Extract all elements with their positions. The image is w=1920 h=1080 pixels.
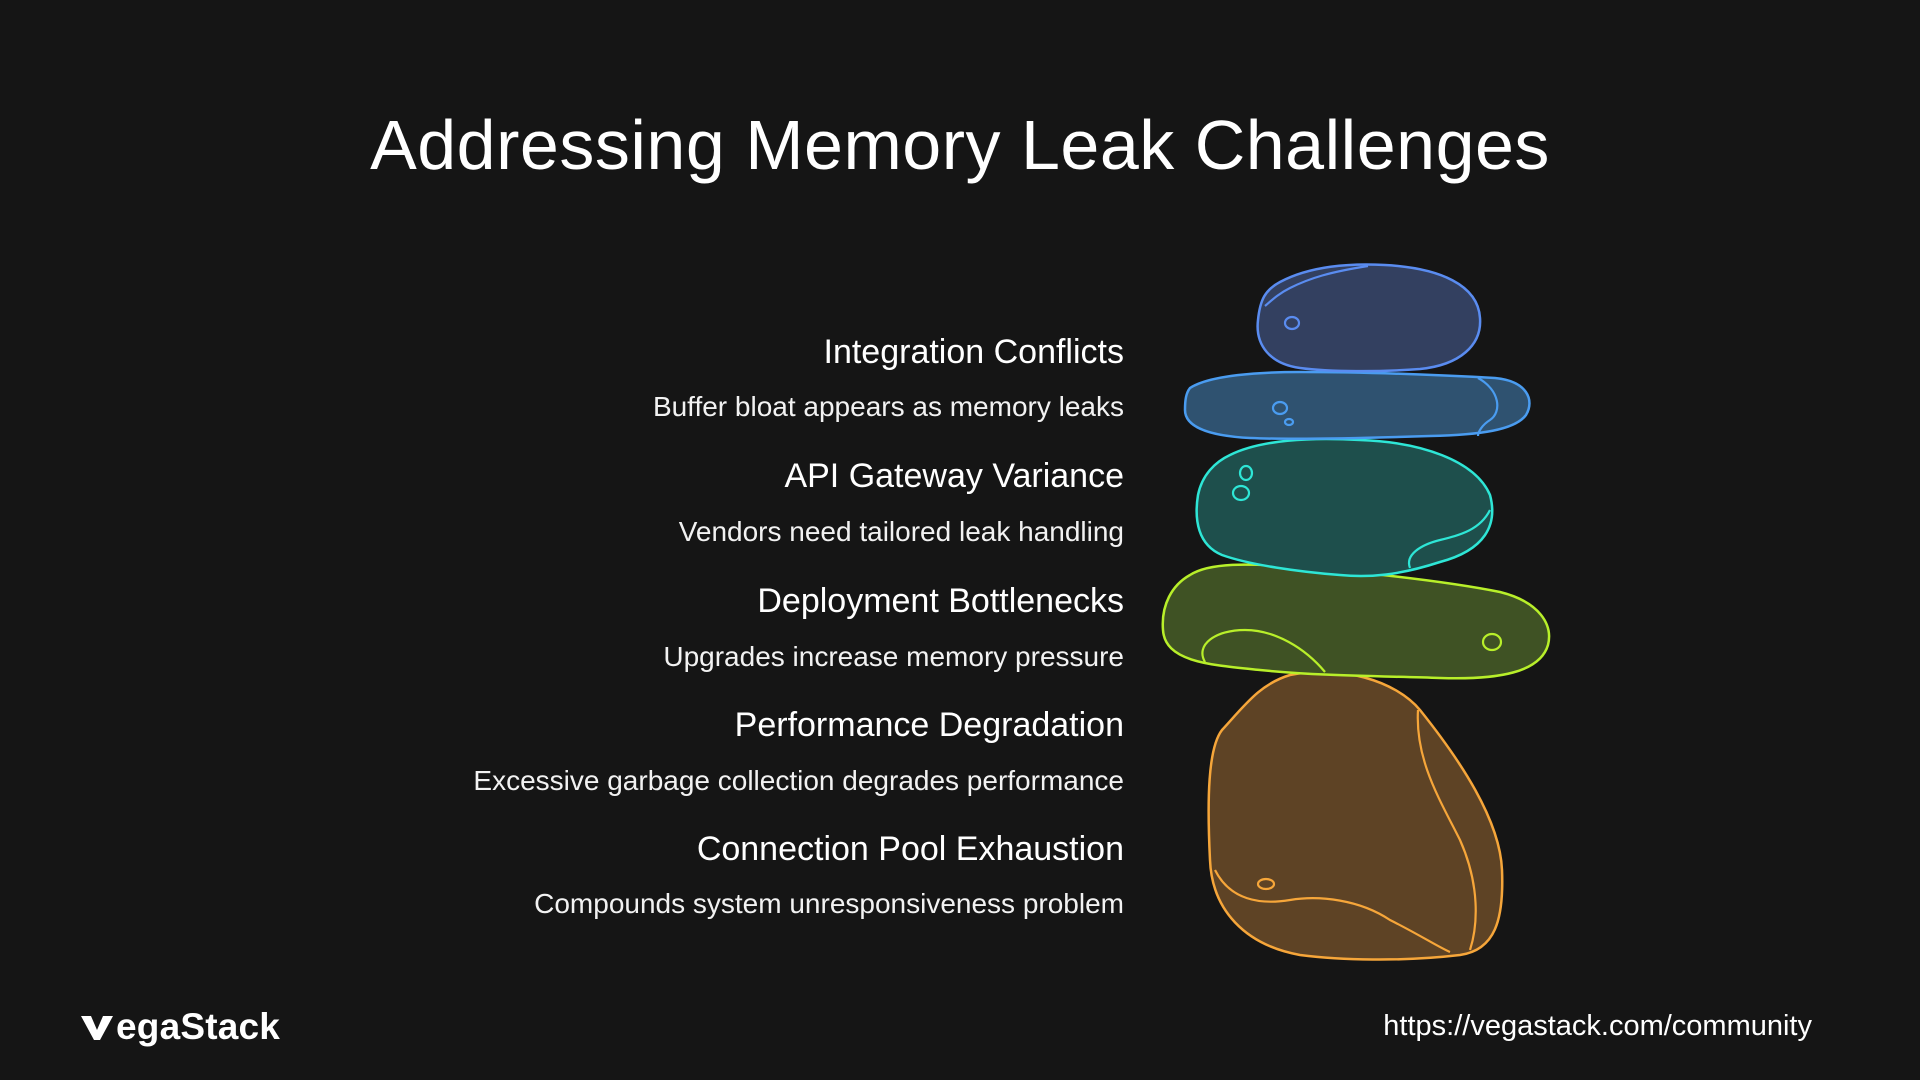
stone-orange-contour — [1214, 869, 1451, 954]
item-desc-api-gateway-variance: Vendors need tailored leak handling — [678, 516, 1124, 547]
item-desc-integration-conflicts: Buffer bloat appears as memory leaks — [652, 391, 1124, 422]
footer-url[interactable]: https://vegastack.com/community — [1383, 1010, 1812, 1042]
stone-top-contour — [1264, 264, 1369, 307]
stone-orange-body — [1207, 670, 1504, 961]
stone-green-body — [1161, 563, 1551, 680]
item-desc-connection-pool-exhaustion: Compounds system unresponsiveness proble… — [534, 888, 1124, 919]
item-title-connection-pool-exhaustion: Connection Pool Exhaustion — [696, 830, 1124, 868]
item-title-integration-conflicts: Integration Conflicts — [823, 333, 1125, 371]
stone-blue-pebble — [1271, 400, 1289, 416]
brand-name: egaStack — [116, 1006, 281, 1047]
stone-blue-pebble-2 — [1283, 417, 1295, 427]
stone-teal-body — [1195, 437, 1494, 578]
stone-teal-contour — [1407, 509, 1491, 569]
stone-api-gateway-variance — [1195, 437, 1494, 578]
stacked-stones-diagram — [1161, 263, 1551, 961]
item-title-performance-degradation: Performance Degradation — [734, 706, 1124, 744]
page-title: Addressing Memory Leak Challenges — [370, 106, 1550, 184]
stone-orange-pebble — [1256, 877, 1276, 891]
item-title-api-gateway-variance: API Gateway Variance — [784, 457, 1124, 495]
stone-green-contour — [1201, 628, 1326, 673]
stone-blue-contour — [1476, 377, 1499, 437]
item-desc-deployment-bottlenecks: Upgrades increase memory pressure — [663, 641, 1124, 672]
stone-teal-pebble-2 — [1231, 484, 1251, 502]
vegastack-logo: egaStack — [80, 1002, 280, 1052]
stone-performance-degradation — [1207, 670, 1504, 961]
stone-top-pebble — [1283, 315, 1301, 331]
stone-top-body — [1256, 263, 1482, 373]
vegastack-v-icon — [81, 1016, 113, 1040]
item-title-deployment-bottlenecks: Deployment Bottlenecks — [757, 582, 1124, 620]
stone-blue-body — [1183, 370, 1531, 441]
stone-deployment-bottlenecks — [1161, 563, 1551, 680]
stone-teal-pebble — [1238, 464, 1254, 482]
stone-integration-conflicts — [1183, 370, 1531, 441]
stone-orange-contour-2 — [1416, 709, 1477, 951]
stone-green-pebble — [1481, 632, 1503, 652]
stone-connection-pool-exhaustion — [1256, 263, 1482, 373]
item-desc-performance-degradation: Excessive garbage collection degrades pe… — [473, 765, 1124, 796]
